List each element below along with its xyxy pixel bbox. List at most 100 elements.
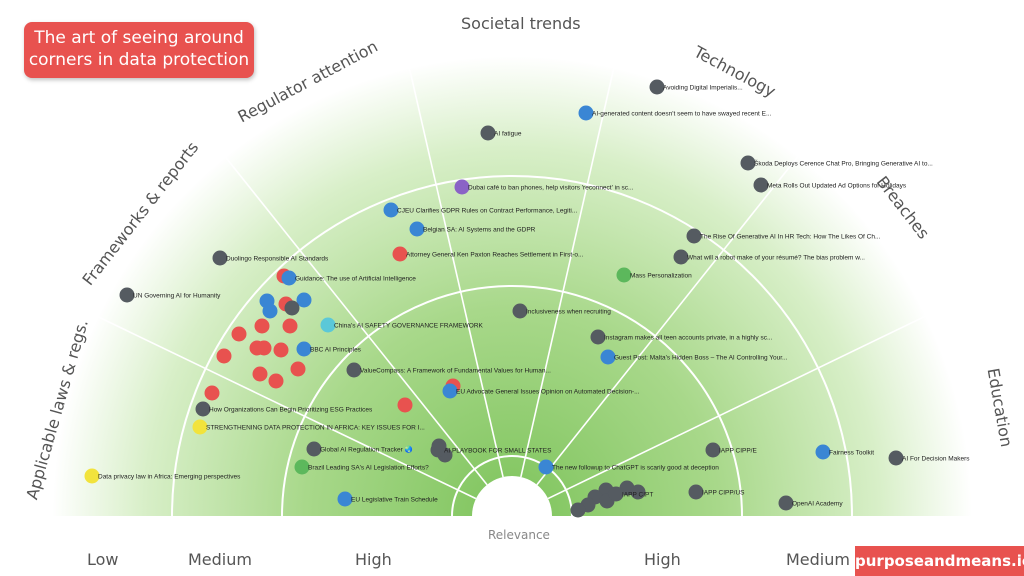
blip-label[interactable]: Avoiding Digital Imperialis... xyxy=(663,85,743,92)
radar-blip[interactable] xyxy=(430,442,446,458)
radar-spoke xyxy=(97,315,477,500)
brand-badge[interactable]: purposeandmeans.io xyxy=(855,546,1024,576)
blip-label[interactable]: BBC AI Principles xyxy=(310,347,362,354)
radar-blip[interactable] xyxy=(282,318,298,334)
blip-label[interactable]: The Rise Of Generative AI In HR Tech: Ho… xyxy=(700,234,881,241)
radar-ring xyxy=(51,55,973,517)
radar-blip[interactable] xyxy=(296,341,312,357)
blip-label[interactable]: China's AI SAFETY GOVERNANCE FRAMEWORK xyxy=(334,323,484,330)
radar-blip[interactable] xyxy=(888,450,904,466)
blip-label[interactable]: EU Advocate General Issues Opinion on Au… xyxy=(456,389,640,396)
radar-blip[interactable] xyxy=(570,502,586,518)
radar-spoke xyxy=(520,67,615,478)
radar-blip[interactable] xyxy=(284,300,300,316)
blip-label[interactable]: OpenAI Academy xyxy=(792,501,843,508)
blip-label[interactable]: AI fatigue xyxy=(494,131,522,138)
blip-label[interactable]: How Organizations Can Begin Prioritizing… xyxy=(209,407,373,414)
radar-blip[interactable] xyxy=(480,125,496,141)
radar-blip[interactable] xyxy=(119,287,135,303)
radar-blip[interactable] xyxy=(195,401,211,417)
blip-label[interactable]: Meta Rolls Out Updated Ad Options for Ho… xyxy=(767,183,907,190)
radar-blip[interactable] xyxy=(262,303,278,319)
radar-blip[interactable] xyxy=(688,484,704,500)
blip-label[interactable]: AI-generated content doesn't seem to hav… xyxy=(592,111,772,118)
blip-label[interactable]: UN Governing AI for Humanity xyxy=(133,293,221,300)
radar-blip[interactable] xyxy=(578,105,594,121)
radar-spoke xyxy=(547,315,927,500)
radar-blip[interactable] xyxy=(409,221,425,237)
blip-label[interactable]: IAPP CIPT xyxy=(622,492,653,499)
radar-blip[interactable] xyxy=(337,491,353,507)
blip-label[interactable]: Mass Personalization xyxy=(630,273,692,280)
radar-blip[interactable] xyxy=(204,385,220,401)
radar-blip[interactable] xyxy=(290,361,306,377)
radar-blip[interactable] xyxy=(454,179,470,195)
blip-label[interactable]: STRENGTHENING DATA PROTECTION IN AFRICA:… xyxy=(206,425,425,432)
blip-label[interactable]: Inclusiveness when recruiting xyxy=(526,309,611,316)
radar-blip[interactable] xyxy=(392,246,408,262)
radar-blip[interactable] xyxy=(649,79,665,95)
title-banner: The art of seeing around corners in data… xyxy=(24,22,254,78)
blip-label[interactable]: AI PLAYBOOK FOR SMALL STATES xyxy=(444,448,552,455)
blip-label[interactable]: What will a robot make of your résumé? T… xyxy=(687,255,865,262)
blip-label[interactable]: Duolingo Responsible AI Standards xyxy=(226,256,329,263)
scale-high-left: High xyxy=(355,550,392,569)
blip-label[interactable]: EU Legislative Train Schedule xyxy=(351,497,438,504)
radar-blip[interactable] xyxy=(249,340,265,356)
blip-label[interactable]: CJEU Clarifies GDPR Rules on Contract Pe… xyxy=(397,208,577,215)
radar-blip[interactable] xyxy=(252,366,268,382)
radar-blip[interactable] xyxy=(673,249,689,265)
radar-blip[interactable] xyxy=(296,292,312,308)
blip-label[interactable]: Instagram makes all teen accounts privat… xyxy=(604,335,773,342)
category-societal-trends: Societal trends xyxy=(461,14,581,33)
radar-blip[interactable] xyxy=(281,270,297,286)
title-line-2: corners in data protection xyxy=(28,50,250,70)
radar-blip[interactable] xyxy=(383,202,399,218)
radar-blip[interactable] xyxy=(538,459,554,475)
radar-blip[interactable] xyxy=(616,267,632,283)
radar-blip[interactable] xyxy=(740,155,756,171)
radar-blip[interactable] xyxy=(84,468,100,484)
radar-blip[interactable] xyxy=(306,441,322,457)
radar-blip[interactable] xyxy=(686,228,702,244)
radar-blip[interactable] xyxy=(320,317,336,333)
radar-blip[interactable] xyxy=(294,459,310,475)
blip-label[interactable]: Dubai café to ban phones, help visitors … xyxy=(468,185,634,192)
axis-title-relevance: Relevance xyxy=(488,528,550,542)
radar-blip[interactable] xyxy=(705,442,721,458)
blip-label[interactable]: Attorney General Ken Paxton Reaches Sett… xyxy=(406,252,584,259)
radar-blip[interactable] xyxy=(192,419,208,435)
blip-label[interactable]: IAPP CIPP/US xyxy=(702,490,745,497)
radar-blip[interactable] xyxy=(630,484,646,500)
radar-blip[interactable] xyxy=(216,348,232,364)
radar-blip[interactable] xyxy=(815,444,831,460)
radar-blip[interactable] xyxy=(268,373,284,389)
radar-blip[interactable] xyxy=(212,250,228,266)
radar-blip[interactable] xyxy=(254,318,270,334)
radar-blip[interactable] xyxy=(753,177,769,193)
radar-blip[interactable] xyxy=(231,326,247,342)
radar-blip[interactable] xyxy=(397,397,413,413)
radar-blip[interactable] xyxy=(346,362,362,378)
radar-blip[interactable] xyxy=(273,342,289,358)
radar-blip[interactable] xyxy=(608,486,624,502)
blip-label[interactable]: ValueCompass: A Framework of Fundamental… xyxy=(360,368,551,375)
radar-blip[interactable] xyxy=(442,383,458,399)
blip-label[interactable]: AI For Decision Makers xyxy=(902,456,970,463)
radar-spoke xyxy=(536,155,799,486)
blip-label[interactable]: Fairness Toolkit xyxy=(829,450,874,457)
radar-blip[interactable] xyxy=(778,495,794,511)
blip-label[interactable]: Brazil Leading SA's AI Legislation Effor… xyxy=(308,465,429,472)
blip-label[interactable]: Škoda Deploys Cerence Chat Pro, Bringing… xyxy=(754,159,933,168)
blip-label[interactable]: Belgian SA: AI Systems and the GDPR xyxy=(423,227,536,234)
radar-spoke xyxy=(224,156,488,486)
radar-blip[interactable] xyxy=(512,303,528,319)
radar-blip[interactable] xyxy=(590,329,606,345)
radar-blip[interactable] xyxy=(600,349,616,365)
blip-label[interactable]: Guest Post: Malta's Hidden Boss – The AI… xyxy=(614,355,788,362)
blip-label[interactable]: Guidance: The use of Artificial Intellig… xyxy=(295,276,416,283)
blip-label[interactable]: The new followup to ChatGPT is scarily g… xyxy=(552,465,719,472)
blip-label[interactable]: Data privacy law in Africa: Emerging per… xyxy=(98,474,241,481)
blip-label[interactable]: IAPP CIPP/E xyxy=(719,448,757,455)
blip-label[interactable]: Global AI Regulation Tracker 🌏 xyxy=(320,446,413,454)
